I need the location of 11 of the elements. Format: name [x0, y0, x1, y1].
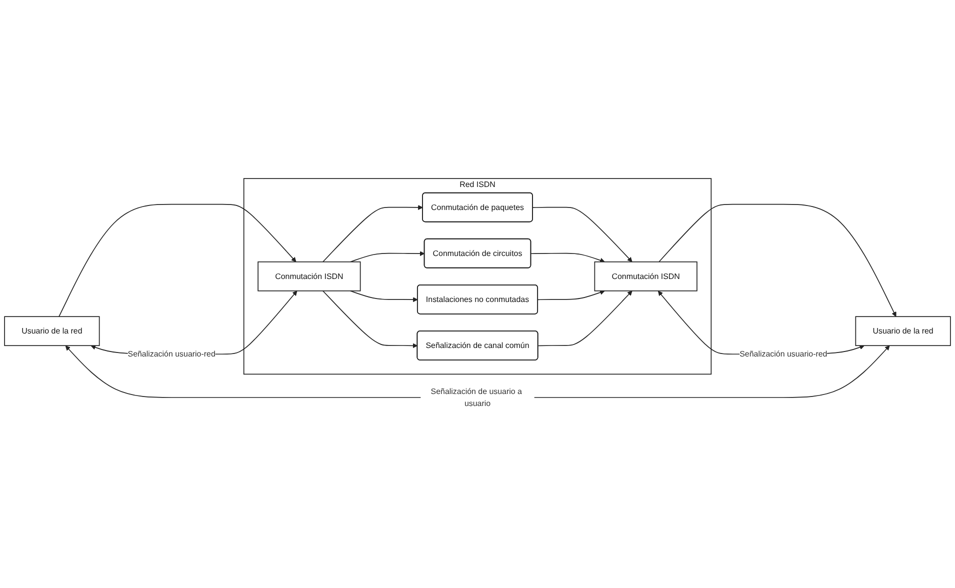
arrow	[538, 290, 632, 346]
arrow	[350, 290, 418, 302]
arrow	[58, 204, 296, 318]
arrow	[532, 206, 632, 262]
arrow	[530, 252, 605, 263]
arrow	[322, 204, 423, 262]
arrow	[658, 204, 896, 317]
arrow	[65, 345, 890, 398]
arrow	[322, 290, 418, 348]
arrow	[350, 251, 425, 262]
arrow	[537, 290, 605, 300]
